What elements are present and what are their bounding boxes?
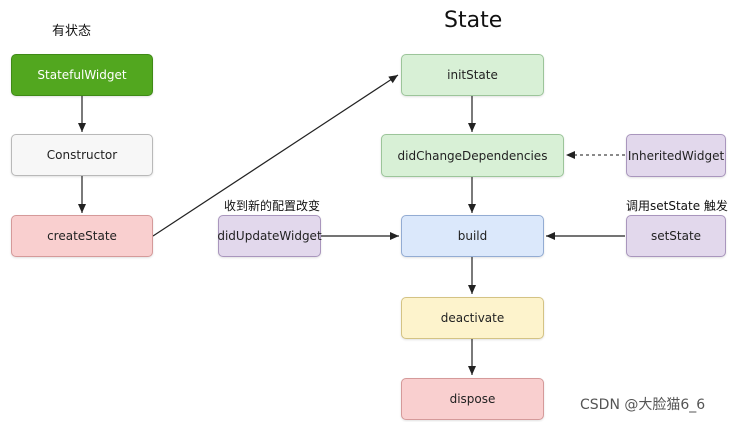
stateful-section-title: 有状态 [52,24,92,39]
node-did-update-widget: didUpdateWidget [217,215,322,257]
edge-createstate-initstate [152,74,399,237]
node-init-state: initState [401,54,544,96]
node-set-state: setState [626,215,726,257]
node-constructor: Constructor [11,134,153,176]
did-update-annotation: 收到新的配置改变 [224,199,321,213]
node-stateful-widget: StatefulWidget [11,54,153,96]
set-state-annotation: 调用setState 触发 [626,199,728,213]
state-section-title: State [444,8,503,33]
node-deactivate: deactivate [401,297,544,339]
node-did-change-dependencies: didChangeDependencies [381,134,564,177]
node-build: build [401,215,544,257]
node-dispose: dispose [401,378,544,420]
watermark: CSDN @大脸猫6_6 [580,397,706,413]
node-create-state: createState [11,215,153,257]
node-inherited-widget: InheritedWidget [626,134,726,177]
